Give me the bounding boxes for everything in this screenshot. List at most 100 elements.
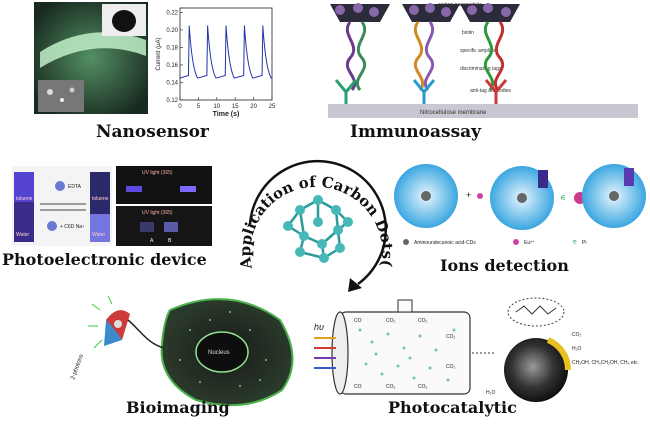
ions-panel: + ∊ Aminoundecanoic acid-CDs Eu³⁺ ∊ Pi I… [392,160,650,280]
label-o2: O₂ [506,378,512,384]
membrane-label: Nitrocellulose membrane [420,110,487,116]
label-co2-5: CO₂ [386,384,396,390]
label-toluene-right: toluene [92,196,109,202]
cd-core-2 [517,193,527,203]
label-a: A [150,238,154,244]
dna-helix-right [483,21,505,91]
y-tick-label: 0.16 [166,63,178,69]
reactor-left-end [331,311,349,395]
immunoassay-figure: Nitrocellulose membrane carbon nanoparti… [328,2,638,118]
cuvette-photo [538,170,548,188]
center-arc-text: Application of Carbon Dots(CDs) [230,150,396,271]
ions-figure: + ∊ Aminoundecanoic acid-CDs Eu³⁺ ∊ Pi [394,164,646,246]
label-hv: hυ [314,322,324,332]
cd-core-3 [609,191,619,201]
molecule-callout [507,297,565,327]
dna-helix-mid [413,21,435,91]
uv-glow-a [126,186,142,192]
photocatalytic-caption: Photocatalytic [388,398,517,417]
label-anti-tag-antibodies: anti-tag antibodies [470,88,511,94]
center-figure: Application of Carbon Dots(CDs) [223,136,396,292]
reactor-inlet [397,299,413,313]
carbon-nanoparticle-right [460,3,520,22]
catalyst-shell [546,337,572,371]
label-uv-bottom: UV light (365) [142,210,173,216]
photoelectronic-figure: toluene Water toluene Water EDTA + C6D N… [12,166,212,246]
carbon-nanoparticle-left [330,3,390,22]
label-two-photons: 2-photons [70,354,85,381]
label-h2o-product: H₂O [572,346,582,352]
cd-particle [55,181,65,191]
photocatalytic-panel: hυ CO CO₂ CO₂ CO₂ CO₂ CO CO₂ CO₂ [310,290,650,426]
photoelectronic-panel: toluene Water toluene Water EDTA + C6D N… [0,160,230,280]
antibody-red [484,79,508,104]
label-edta: EDTA [68,184,82,190]
label-water-left: Water [16,232,29,238]
label-co2-4: CO₂ [446,364,456,370]
label-co2-1: CO₂ [386,318,396,324]
cell-fluorescence [179,311,267,387]
molecule-structure [515,305,557,315]
antibody-blue [412,79,436,104]
x-tick-label: 20 [250,104,257,110]
center-arc-textpath: Application of Carbon Dots(CDs) [223,136,396,271]
bioimaging-caption: Bioimaging [126,398,230,417]
reactor-cylinder [339,311,471,395]
x-tick-label: 5 [197,104,201,110]
eu-ion [477,193,483,199]
bioimaging-figure: Nucleus 2-photons [70,295,294,407]
label-carbon-nanoparticle: carbon nanoparticle [438,2,482,8]
membrane [328,104,638,118]
sem-particle [69,87,75,93]
label-co2-6: CO₂ [418,384,428,390]
antibody-green [334,79,358,104]
nanosensor-caption: Nanosensor [96,122,209,142]
label-toluene-left: toluene [16,196,33,202]
label-products: CH₃OH, CH₃CH₂OH, CH₄ etc. [572,360,639,366]
bioimaging-panel: Nucleus 2-photons Bioimaging [60,290,310,426]
y-axis-label: Current (μA) [156,37,162,70]
plus-sign-1: + [466,190,471,200]
x-tick-label: 10 [213,104,220,110]
vial-left-top [14,172,34,202]
sem-particle [47,89,53,95]
label-h2o: H₂O [486,390,496,396]
label-discriminating-tags: discriminating tags [460,66,502,72]
label-co2-2: CO₂ [418,318,428,324]
y-tick-label: 0.14 [166,80,178,86]
y-tick-label: 0.12 [166,98,178,104]
ions-caption: Ions detection [440,256,569,275]
uv-photo-top [116,166,212,204]
y-tick-label: 0.20 [166,28,178,34]
cuvette-photo-2 [624,168,634,186]
label-co-1: CO [354,318,362,324]
photoelectronic-caption: Photoelectronic device [2,250,207,269]
pi-symbol: ∊ [560,193,566,202]
legend-pi-icon: ∊ [572,239,577,246]
immunoassay-caption: Immunoassay [350,122,482,142]
uv-glow-c [140,222,154,232]
fullerene-molecule [283,195,353,263]
reactor-particles [358,328,456,382]
legend-pi-label: Pi [582,240,586,246]
cd-core-1 [421,191,431,201]
label-b: B [168,238,172,244]
photocatalytic-figure: hυ CO CO₂ CO₂ CO₂ CO₂ CO CO₂ CO₂ [314,297,639,402]
nucleus [195,331,249,373]
probe-rays [88,295,113,349]
uv-glow-d [164,222,178,232]
current-series-line [179,25,272,79]
label-co2-3: CO₂ [446,334,456,340]
label-co-2: CO [354,384,362,390]
legend-cds-label: Aminoundecanoic acid-CDs [414,240,476,246]
center-panel: Application of Carbon Dots(CDs) [223,136,410,300]
y-tick-label: 0.18 [166,45,178,51]
label-uv-top: UV light (365) [142,170,173,176]
label-co2-product: CO₂ [572,332,582,338]
sensor-film [40,32,146,68]
label-biotin: biotin [462,30,474,36]
cycle-arrow-arc [248,159,388,286]
